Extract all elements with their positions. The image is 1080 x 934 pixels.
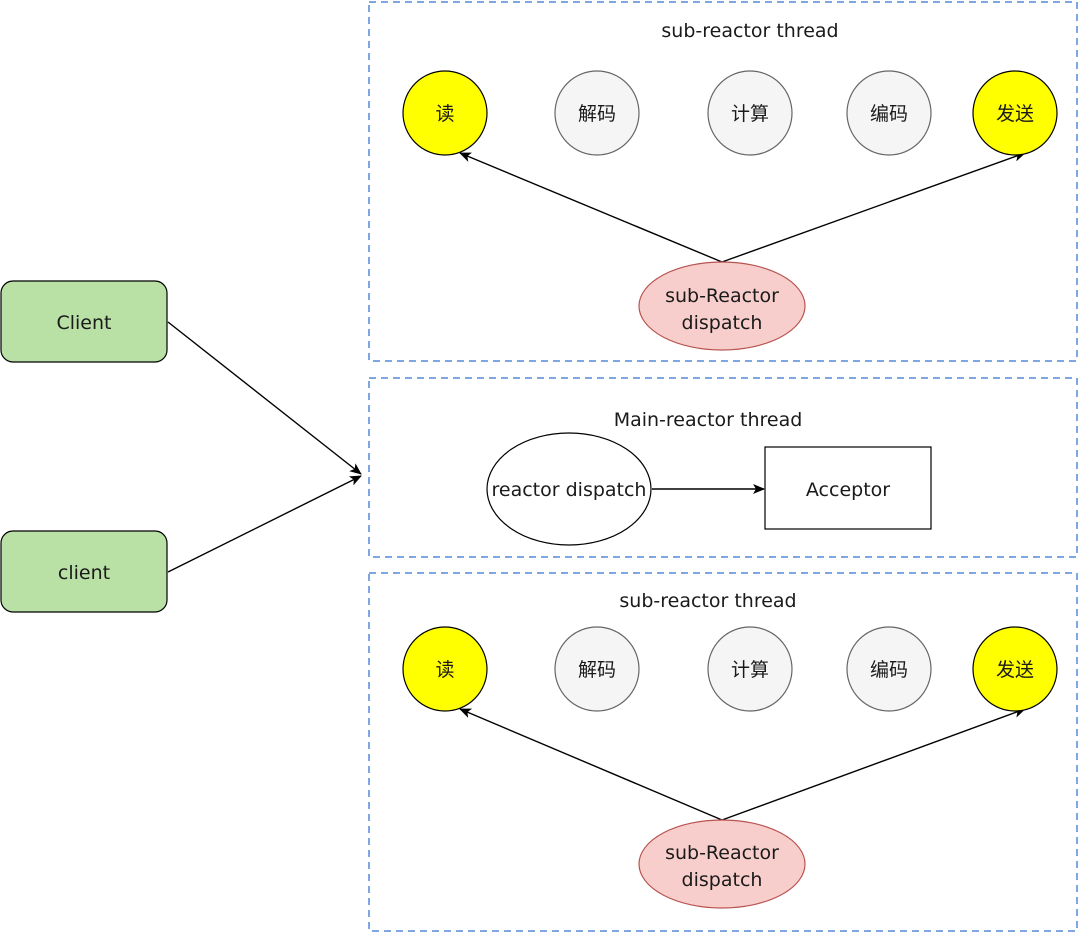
- edge-top-dispatch-to-send: [721, 152, 1026, 263]
- stage-decode-bottom-label: 解码: [578, 659, 616, 681]
- sub-reactor-title-top: sub-reactor thread: [661, 20, 838, 42]
- stage-send-bottom: 发送: [972, 626, 1058, 712]
- sub-reactor-dispatch-bottom-line2: dispatch: [682, 869, 763, 891]
- main-reactor-dispatch: reactor dispatch: [486, 432, 652, 546]
- edge-client-to-main: [167, 321, 362, 475]
- sub-reactor-dispatch-top-line1: sub-Reactor: [665, 285, 779, 307]
- sub-reactor-dispatch-bottom: sub-Reactor dispatch: [638, 819, 806, 909]
- stage-encode-top-label: 编码: [870, 103, 908, 125]
- stage-encode-bottom-label: 编码: [870, 659, 908, 681]
- client-node-1: Client: [0, 280, 168, 363]
- stage-encode-bottom: 编码: [846, 626, 932, 712]
- edge-client2-to-main: [167, 475, 362, 573]
- stage-read-bottom-label: 读: [435, 659, 454, 681]
- stage-read-bottom: 读: [402, 626, 488, 712]
- edge-bottom-dispatch-to-send: [721, 708, 1026, 821]
- stage-compute-bottom-label: 计算: [731, 659, 769, 681]
- sub-reactor-group-top: [368, 1, 1078, 362]
- stage-send-top: 发送: [972, 70, 1058, 156]
- main-reactor-dispatch-label: reactor dispatch: [492, 479, 647, 501]
- client-node-2: client: [0, 530, 168, 613]
- stage-read-top-label: 读: [435, 103, 454, 125]
- stage-compute-top: 计算: [707, 70, 793, 156]
- acceptor-node: Acceptor: [764, 446, 932, 530]
- stage-decode-top: 解码: [554, 70, 640, 156]
- sub-reactor-dispatch-top-line2: dispatch: [682, 312, 763, 334]
- acceptor-node-label: Acceptor: [806, 479, 890, 501]
- stage-send-top-label: 发送: [996, 103, 1034, 125]
- edge-top-dispatch-to-read: [459, 152, 723, 263]
- main-reactor-group: [368, 377, 1078, 558]
- sub-reactor-dispatch-top: sub-Reactor dispatch: [638, 261, 806, 351]
- stage-decode-bottom: 解码: [554, 626, 640, 712]
- sub-reactor-group-bottom: [368, 572, 1078, 932]
- sub-reactor-dispatch-bottom-line1: sub-Reactor: [665, 842, 779, 864]
- stage-compute-bottom: 计算: [707, 626, 793, 712]
- client-node-1-label: Client: [56, 312, 111, 334]
- edge-bottom-dispatch-to-read: [459, 708, 723, 821]
- stage-compute-top-label: 计算: [731, 103, 769, 125]
- stage-decode-top-label: 解码: [578, 103, 616, 125]
- stage-read-top: 读: [402, 70, 488, 156]
- sub-reactor-title-bottom: sub-reactor thread: [619, 590, 796, 612]
- stage-encode-top: 编码: [846, 70, 932, 156]
- main-reactor-title: Main-reactor thread: [614, 409, 803, 431]
- stage-send-bottom-label: 发送: [996, 659, 1034, 681]
- client-node-2-label: client: [58, 562, 110, 584]
